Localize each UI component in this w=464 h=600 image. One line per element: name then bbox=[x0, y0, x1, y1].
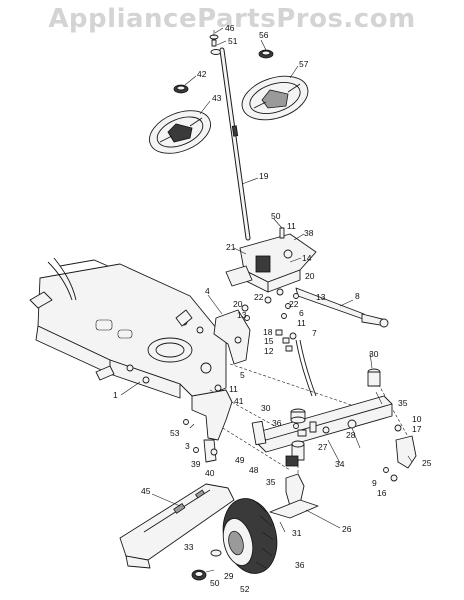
callout-22: 22 bbox=[254, 292, 264, 302]
callout-11: 11 bbox=[297, 318, 306, 328]
callout-35: 35 bbox=[266, 477, 276, 487]
callout-56: 56 bbox=[259, 30, 269, 40]
callout-8: 8 bbox=[355, 291, 360, 301]
callout-57: 57 bbox=[299, 59, 309, 69]
callout-28: 28 bbox=[346, 430, 356, 440]
axle-pivot-bracket bbox=[183, 384, 233, 463]
callout-53: 53 bbox=[170, 428, 180, 438]
front-axle bbox=[257, 395, 393, 453]
callout-36: 36 bbox=[295, 560, 305, 570]
steering-bracket bbox=[225, 227, 317, 293]
callout-1: 1 bbox=[113, 390, 118, 400]
callout-11: 11 bbox=[229, 384, 238, 394]
callout-25: 25 bbox=[422, 458, 432, 468]
callout-6: 6 bbox=[299, 308, 304, 318]
steering-wheel-left bbox=[149, 84, 211, 154]
callout-29: 29 bbox=[224, 571, 234, 581]
callout-51: 51 bbox=[228, 36, 238, 46]
callout-13: 13 bbox=[237, 310, 247, 320]
bracket-4 bbox=[213, 309, 251, 365]
callout-10: 10 bbox=[412, 414, 422, 424]
callout-20: 20 bbox=[305, 271, 315, 281]
watermark: AppliancePartsPros.com bbox=[48, 4, 416, 34]
callout-31: 31 bbox=[292, 528, 302, 538]
callout-39: 39 bbox=[191, 459, 201, 469]
callout-30: 30 bbox=[369, 349, 379, 359]
callout-33: 33 bbox=[184, 542, 194, 552]
callout-36: 36 bbox=[272, 418, 282, 428]
callout-43: 43 bbox=[212, 93, 222, 103]
callout-19: 19 bbox=[259, 171, 269, 181]
callout-38: 38 bbox=[304, 228, 314, 238]
steering-wheel-right bbox=[241, 49, 309, 121]
spindle-left bbox=[269, 440, 319, 519]
callout-35: 35 bbox=[398, 398, 408, 408]
callout-26: 26 bbox=[342, 524, 352, 534]
front-bumper bbox=[119, 483, 235, 569]
callout-48: 48 bbox=[249, 465, 259, 475]
callout-11: 11 bbox=[287, 221, 296, 231]
callout-16: 16 bbox=[377, 488, 387, 498]
steering-cap-parts bbox=[209, 30, 222, 55]
callout-13: 13 bbox=[316, 292, 326, 302]
callout-17: 17 bbox=[412, 424, 422, 434]
callout-42: 42 bbox=[197, 69, 207, 79]
callout-34: 34 bbox=[335, 459, 345, 469]
callout-27: 27 bbox=[318, 442, 328, 452]
callout-30: 30 bbox=[261, 403, 271, 413]
steering-hardware bbox=[241, 288, 317, 397]
callout-50: 50 bbox=[210, 578, 220, 588]
leader-lines bbox=[120, 27, 413, 533]
main-frame bbox=[29, 257, 227, 401]
callout-4: 4 bbox=[205, 286, 210, 296]
callout-49: 49 bbox=[235, 455, 245, 465]
callout-18: 18 bbox=[263, 327, 273, 337]
callout-40: 40 bbox=[205, 468, 215, 478]
bushings bbox=[251, 408, 306, 446]
callout-22: 22 bbox=[289, 299, 299, 309]
callout-52: 52 bbox=[240, 584, 250, 594]
callout-12: 12 bbox=[264, 346, 274, 356]
callout-21: 21 bbox=[226, 242, 236, 252]
callout-labels: 46 51 56 57 42 43 19 50 11 38 21 14 20 4… bbox=[113, 23, 432, 594]
callout-14: 14 bbox=[302, 253, 312, 263]
callout-3: 3 bbox=[185, 441, 190, 451]
callout-45: 45 bbox=[141, 486, 151, 496]
steering-shaft bbox=[219, 47, 251, 241]
callout-20: 20 bbox=[233, 299, 243, 309]
drag-link bbox=[295, 287, 389, 328]
callout-46: 46 bbox=[225, 23, 235, 33]
spindle-right bbox=[367, 368, 417, 482]
callout-41: 41 bbox=[234, 396, 244, 406]
callout-15: 15 bbox=[264, 336, 274, 346]
front-tire bbox=[222, 498, 278, 574]
wheel-hardware bbox=[191, 549, 222, 581]
callout-9: 9 bbox=[372, 478, 377, 488]
callout-50: 50 bbox=[271, 211, 281, 221]
callout-5: 5 bbox=[240, 370, 245, 380]
callout-7: 7 bbox=[312, 328, 317, 338]
